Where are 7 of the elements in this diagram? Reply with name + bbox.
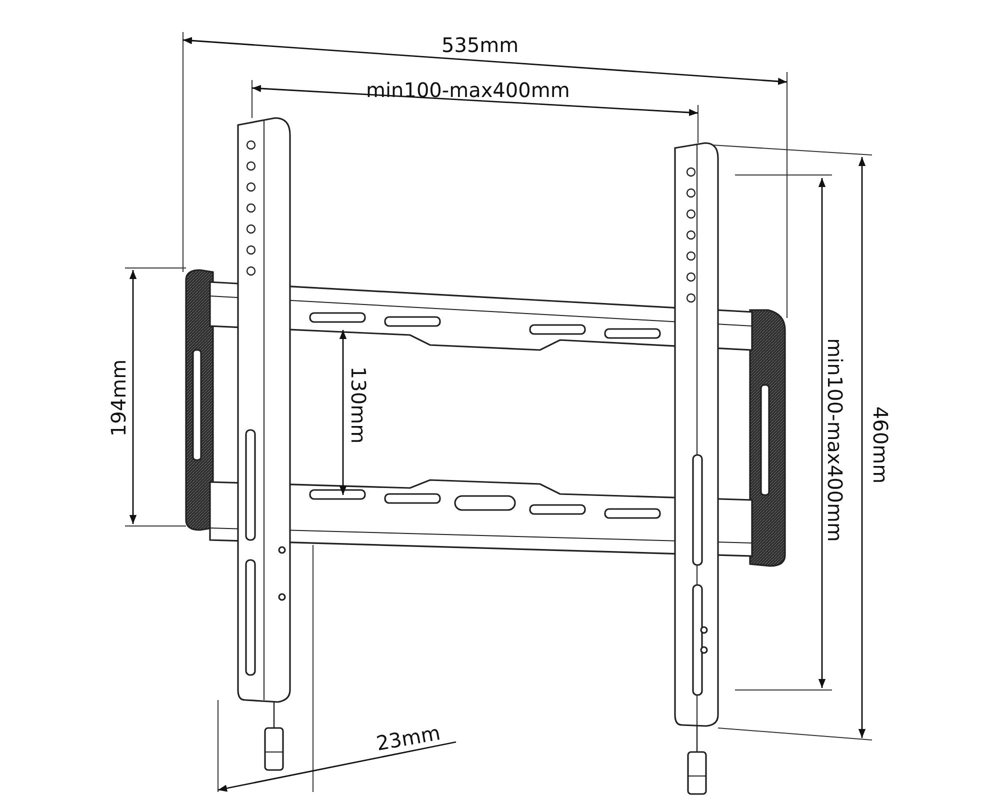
dimension-label: 460mm (870, 406, 890, 484)
dimension-label: 194mm (108, 359, 128, 437)
dimension-label: min100-max400mm (824, 338, 845, 542)
dimension-label: 23mm (374, 722, 442, 754)
dimension-label: min100-max400mm (366, 80, 570, 100)
dimension-label: 535mm (442, 35, 519, 55)
dimension-label: 130mm (348, 366, 368, 444)
